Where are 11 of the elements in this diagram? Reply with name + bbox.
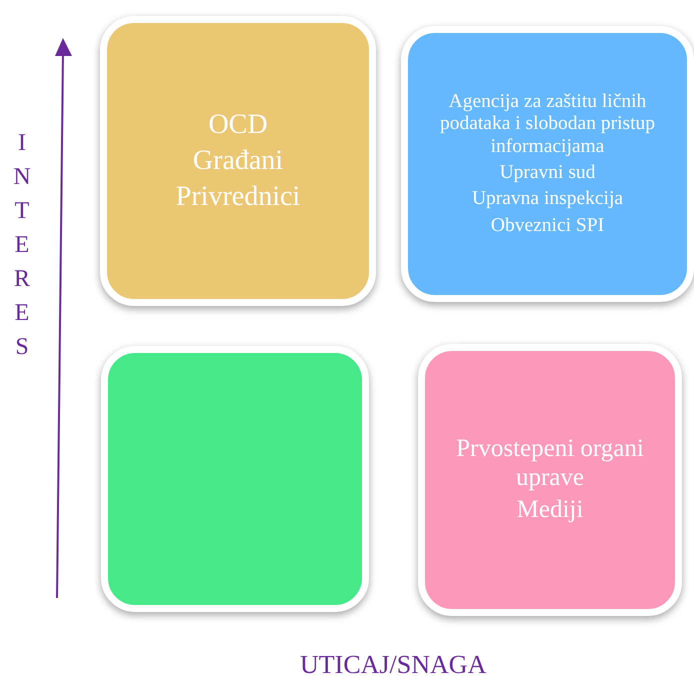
quadrant-text: Upravna inspekcija: [472, 188, 624, 211]
quadrant-text: Prvostepeni organi uprave: [455, 434, 645, 492]
quadrant-text: Obveznici SPI: [490, 214, 604, 238]
quadrant-text: Mediji: [516, 496, 584, 526]
quadrant-text: Privrednici: [176, 181, 300, 214]
quadrant-text: Upravni sud: [500, 162, 596, 184]
quadrant-text: OCD: [208, 108, 268, 141]
axis-title: INTERES: [8, 130, 35, 368]
axis-title: UTICAJ/SNAGA: [300, 650, 486, 680]
quadrant-text: Građani: [192, 144, 284, 178]
quadrant-text: Agencija za zaštitu ličnih podataka i slobodan pristup informacijama: [438, 90, 656, 158]
